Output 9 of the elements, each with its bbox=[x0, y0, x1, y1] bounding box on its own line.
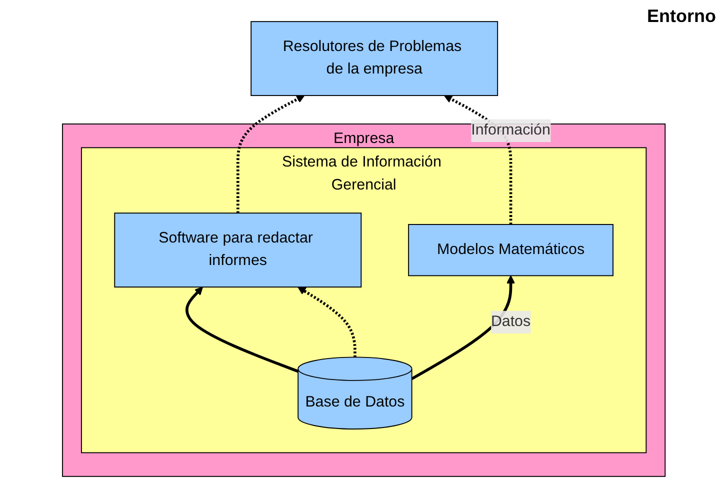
node-box: Software para redactar informes bbox=[114, 212, 362, 288]
edge-label: Datos bbox=[491, 314, 531, 330]
region-label: Entorno bbox=[647, 6, 716, 27]
node-box: Resolutores de Problemas de la empresa bbox=[250, 21, 498, 96]
arrow bbox=[298, 286, 357, 358]
arrow bbox=[236, 95, 305, 214]
node-box: Modelos Matemáticos bbox=[408, 224, 614, 276]
edge-label: Información bbox=[471, 122, 551, 138]
arrow bbox=[186, 286, 299, 373]
